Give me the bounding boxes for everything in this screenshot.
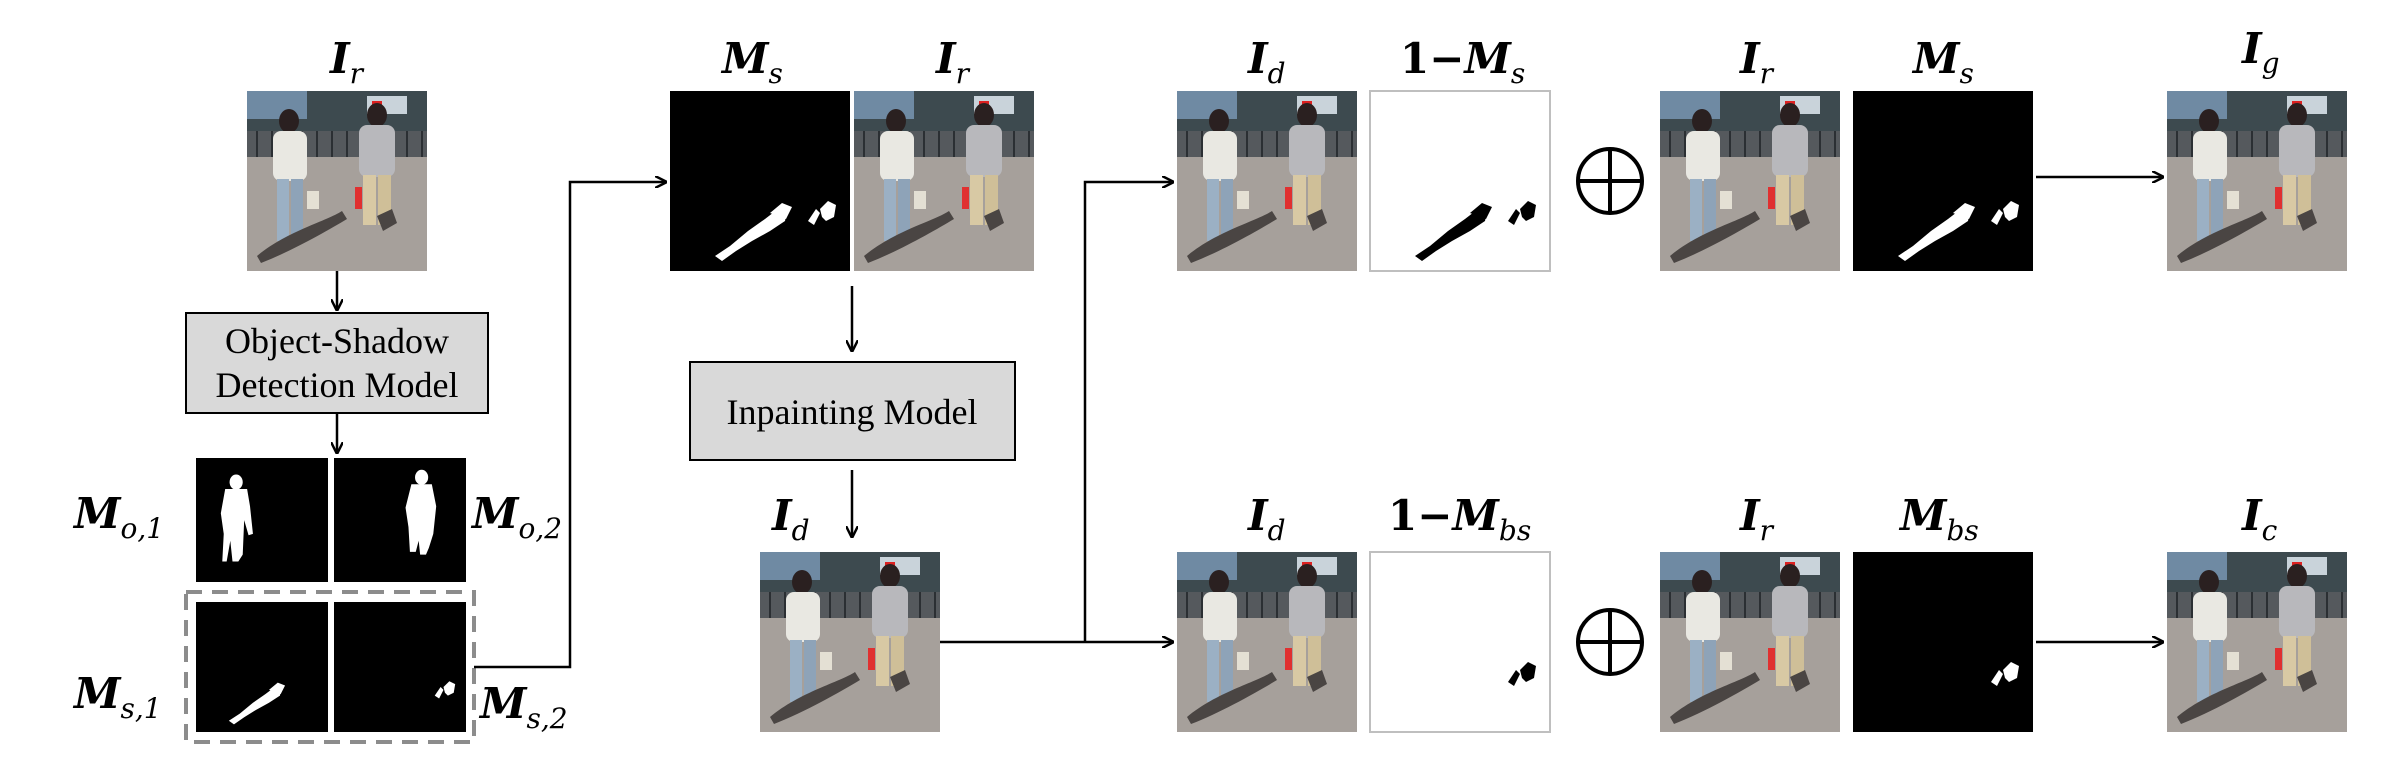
inpainting-model-box bbox=[689, 361, 1016, 461]
label-id-bottom: Id bbox=[1247, 491, 1286, 547]
mask-mbs bbox=[1853, 552, 2033, 732]
label-ms2: Ms,2 bbox=[478, 679, 568, 735]
image-ir-top bbox=[1659, 90, 1841, 272]
mask-one-minus-ms bbox=[1369, 90, 1551, 272]
image-ig bbox=[2166, 90, 2348, 272]
label-mbs: Mbs bbox=[1898, 491, 1979, 547]
label-one-minus-ms: 1−Ms bbox=[1400, 34, 1525, 90]
label-one-minus-mbs: 1−Mbs bbox=[1388, 491, 1531, 547]
label-ms-right: Ms bbox=[1911, 34, 1974, 90]
label-mo1: Mo,1 bbox=[72, 489, 164, 545]
label-id-top: Id bbox=[1247, 34, 1286, 90]
label-ms1: Ms,1 bbox=[72, 669, 162, 725]
detection-model-label-1: Object-Shadow bbox=[225, 321, 449, 361]
label-ic: Ic bbox=[2241, 491, 2278, 547]
label-ir-left: Ir bbox=[329, 34, 365, 90]
label-ig: Ig bbox=[2241, 24, 2280, 80]
mask-ms2 bbox=[334, 602, 466, 732]
mask-ms-top bbox=[670, 91, 850, 271]
label-ir-bottom: Ir bbox=[1739, 491, 1775, 547]
image-id-top bbox=[1176, 90, 1358, 272]
inpainting-model-label: Inpainting Model bbox=[727, 392, 978, 432]
mask-one-minus-mbs bbox=[1369, 551, 1551, 733]
oplus-top bbox=[1576, 147, 1644, 215]
image-ir-left bbox=[246, 90, 428, 272]
arrow-to-ms-ir bbox=[474, 182, 665, 669]
label-ms-top: Ms bbox=[720, 34, 783, 90]
label-mo2: Mo,2 bbox=[470, 489, 562, 545]
mask-mo1 bbox=[196, 458, 328, 582]
label-ir-top: Ir bbox=[1739, 34, 1775, 90]
label-ir-mid: Ir bbox=[935, 34, 971, 90]
oplus-bottom bbox=[1576, 608, 1644, 676]
arrow-to-id-top bbox=[1083, 182, 1172, 642]
mask-ms-right bbox=[1853, 91, 2033, 271]
mask-ms1 bbox=[196, 602, 328, 732]
image-ic bbox=[2166, 551, 2348, 733]
detection-model-label-2: Detection Model bbox=[216, 365, 459, 405]
image-ir-bottom bbox=[1659, 551, 1841, 733]
mask-mo2 bbox=[334, 458, 466, 582]
shadow-mask-group-border bbox=[184, 590, 476, 744]
image-id-bottom bbox=[1176, 551, 1358, 733]
image-ir-mid bbox=[853, 90, 1035, 272]
label-id-mid: Id bbox=[771, 491, 810, 547]
image-id-mid bbox=[759, 551, 941, 733]
